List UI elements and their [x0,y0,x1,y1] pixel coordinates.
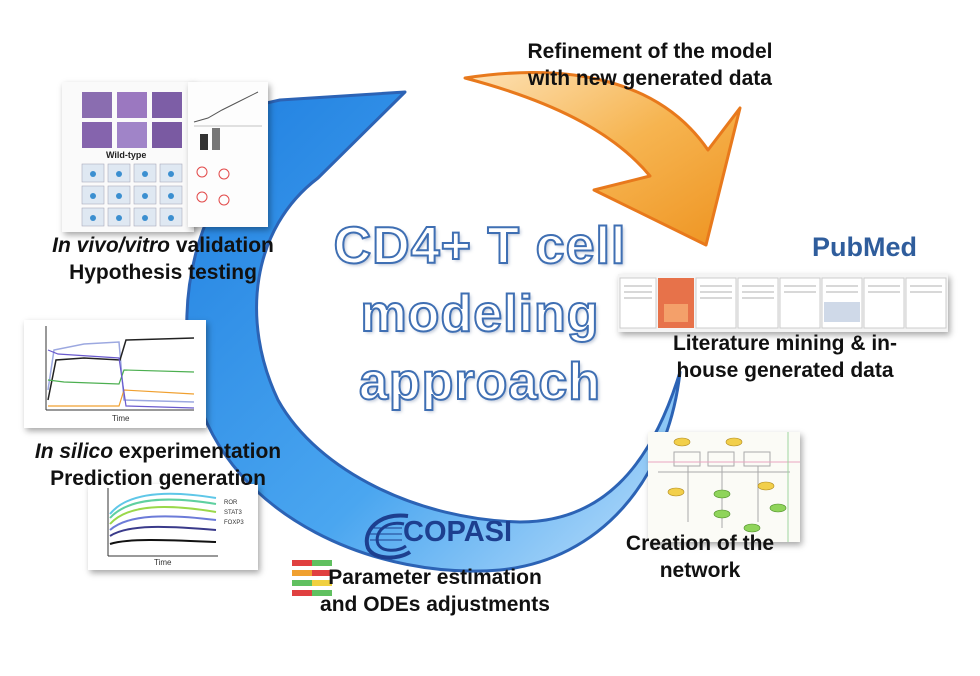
svg-text:ROR: ROR [224,500,238,506]
center-title-line-1: CD4+ T cell [333,216,627,276]
copasi-logo: COPASI [358,508,558,562]
insilico-plot-1-xlabel: Time [112,414,130,423]
center-title-line-2: modeling [359,284,600,344]
step-refinement-line-2: with new generated data [528,67,772,90]
pubmed-logo-pub: Pub [812,232,863,262]
invivo-mini-plots [193,91,262,206]
copasi-swirl-icon [364,513,412,560]
step-network-line-1: Creation of the [625,532,775,555]
step-insilico-label: In silico experimentation Prediction gen… [8,438,308,492]
step-network-label: Creation of the network [600,530,800,584]
center-title-line-3: approach [358,352,602,412]
step-invivo-italic: In vivo/vitro [52,234,170,257]
step-literature-line-1: Literature mining & in- [672,332,897,355]
network-graph [648,432,800,542]
invivo-caption: Wild-type [106,150,147,160]
insilico-line-plot-2: ROR STAT3 FOXP3 [107,488,244,557]
step-invivo-line-1: In vivo/vitro validation [18,232,308,259]
paper-pages [619,277,947,329]
step-refinement-label: Refinement of the model with new generat… [500,38,800,92]
center-title: CD4+ T cell modeling approach [330,212,630,416]
step-parameter-line-2: and ODEs adjustments [320,593,550,616]
pubmed-logo-med: Med [863,232,917,262]
step-insilico-line-2: Prediction generation [50,467,266,490]
step-invivo-line-2: Hypothesis testing [69,261,257,284]
insilico-plot-thumbnail-2: ROR STAT3 FOXP3 Time [88,484,258,570]
svg-text:FOXP3: FOXP3 [224,520,244,526]
step-invivo-label: In vivo/vitro validation Hypothesis test… [18,232,308,286]
pubmed-logo: PubMed [812,232,917,263]
network-diagram-thumbnail [648,432,800,542]
insilico-plot-2-xlabel: Time [154,558,172,567]
insilico-line-plot-1 [45,326,195,411]
step-refinement-line-1: Refinement of the model [527,40,773,63]
copasi-logo-text: COPASI [403,516,513,548]
step-literature-label: Literature mining & in- house generated … [640,330,930,384]
orange-refinement-arrow [463,71,742,247]
step-invivo-rest: validation [170,234,274,257]
invivo-plot-thumbnail [188,82,268,227]
parameter-heatmap-thumbnail [292,556,332,600]
step-parameter-line-1: Parameter estimation [328,566,542,589]
step-literature-line-2: house generated data [676,359,894,382]
histology-panels [81,92,183,227]
step-insilico-italic: In silico [34,440,114,463]
parameter-heatmap [292,560,332,596]
step-network-line-2: network [659,559,741,582]
invivo-figure-thumbnail: Wild-type [62,82,194,232]
svg-text:STAT3: STAT3 [224,510,242,516]
step-parameter-label: Parameter estimation and ODEs adjustment… [290,564,580,618]
literature-papers-thumbnail [618,274,948,332]
step-insilico-line-1: In silico experimentation [8,438,308,465]
step-insilico-rest: experimentation [113,440,282,463]
insilico-plot-thumbnail-1: Time [24,320,206,428]
